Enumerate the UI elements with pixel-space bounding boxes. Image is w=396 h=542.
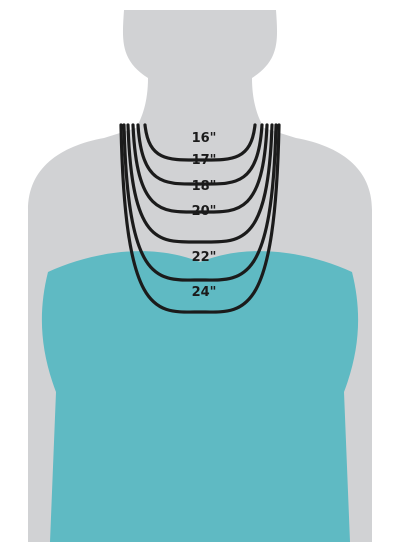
necklace-label-24: 24" — [192, 285, 217, 300]
necklace-label-16: 16" — [192, 131, 217, 146]
necklace-label-17: 17" — [192, 153, 217, 168]
necklace-label-18: 18" — [192, 179, 217, 194]
necklace-label-22: 22" — [192, 250, 217, 265]
necklace-label-20: 20" — [192, 204, 217, 219]
